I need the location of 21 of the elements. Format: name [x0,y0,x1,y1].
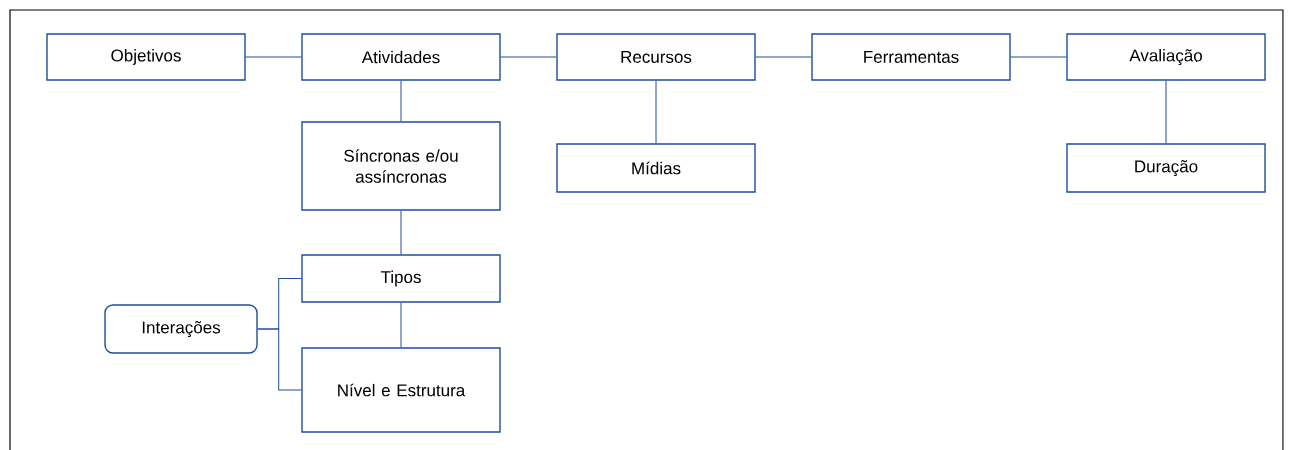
connector-line [755,56,812,58]
process-box: Duração [1066,143,1266,193]
process-box: Tipos [301,254,501,303]
connector-line [400,80,402,122]
connector-line [500,56,557,58]
process-box: Recursos [556,33,756,81]
connector-line [400,302,402,348]
process-box: Nível e Estrutura [301,347,501,433]
connector-line [245,56,302,58]
process-box: Síncronas e/ou assíncronas [301,121,501,211]
process-box: Atividades [301,33,501,81]
connector-line [1165,80,1167,144]
connector-line [655,80,657,144]
process-box: Objetivos [46,33,246,81]
process-box: Avaliação [1066,33,1266,81]
process-box: Ferramentas [811,33,1011,81]
rounded-box: Interações [104,304,258,354]
process-box: Mídias [556,143,756,193]
connector-line [400,210,402,255]
connector-line [257,328,302,391]
connector-line [1010,56,1067,58]
